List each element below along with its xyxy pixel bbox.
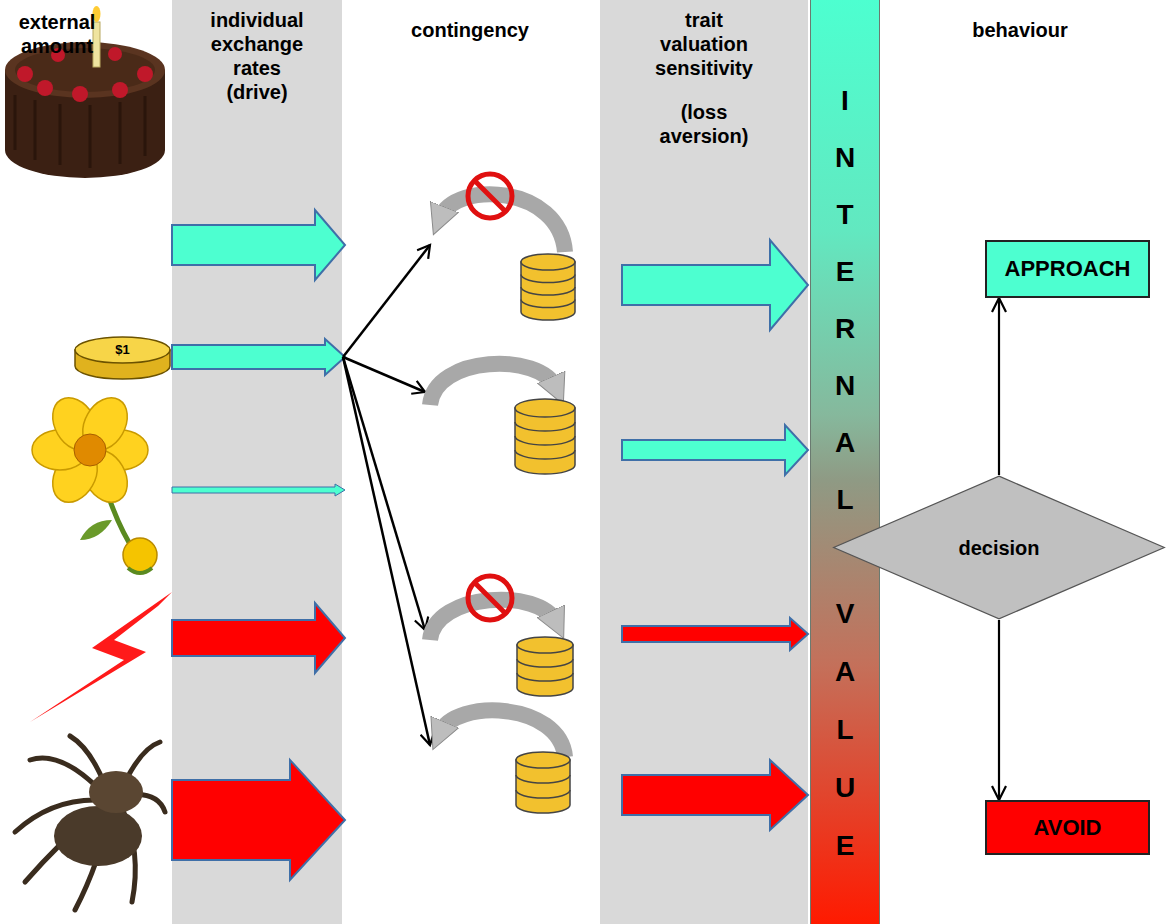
coin-illustration bbox=[75, 337, 170, 379]
lightning-illustration bbox=[30, 592, 172, 722]
column-heading: (loss aversion) bbox=[644, 100, 764, 148]
column-ground bbox=[600, 0, 808, 924]
internal-value-bar: INTERNAL VALUE bbox=[810, 0, 880, 924]
exchange-rate-arrows bbox=[172, 210, 345, 880]
box-label: APPROACH bbox=[1005, 256, 1131, 282]
spider-illustration bbox=[15, 736, 165, 910]
column-heading-holder: behaviour bbox=[935, 18, 1105, 42]
prohibition-sign bbox=[468, 174, 512, 620]
column-heading: trait valuation sensitivity bbox=[644, 8, 764, 80]
drive-band: individual exchange rates (drive) bbox=[172, 0, 342, 924]
decision-label: decision bbox=[958, 536, 1039, 560]
column-heading: external amount bbox=[2, 10, 112, 58]
column-heading: individual exchange rates (drive) bbox=[202, 8, 312, 104]
column-heading: contingency bbox=[385, 18, 555, 42]
column-heading: behaviour bbox=[935, 18, 1105, 42]
coin-stack bbox=[515, 254, 575, 813]
decision-arrow bbox=[992, 620, 1006, 800]
flower-illustration bbox=[32, 390, 157, 573]
coin-label: $1 bbox=[98, 342, 148, 358]
decision-arrow bbox=[992, 298, 1006, 475]
sensitivity-band: trait valuation sensitivity (loss aversio… bbox=[600, 0, 808, 924]
avoid-box: AVOID bbox=[985, 800, 1150, 855]
bar-letters: VALUE bbox=[832, 585, 857, 875]
approach-box: APPROACH bbox=[985, 240, 1150, 298]
box-label: AVOID bbox=[1033, 815, 1101, 841]
column-heading-holder: contingency bbox=[385, 18, 555, 42]
decision-diamond: decision bbox=[832, 475, 1166, 620]
bar-letters: INTERNAL bbox=[832, 72, 857, 528]
sensitivity-arrows bbox=[622, 240, 808, 830]
coin-label-holder: $1 bbox=[98, 342, 148, 358]
column-heading-holder: external amount bbox=[2, 10, 112, 58]
contingency-fan bbox=[343, 245, 430, 745]
